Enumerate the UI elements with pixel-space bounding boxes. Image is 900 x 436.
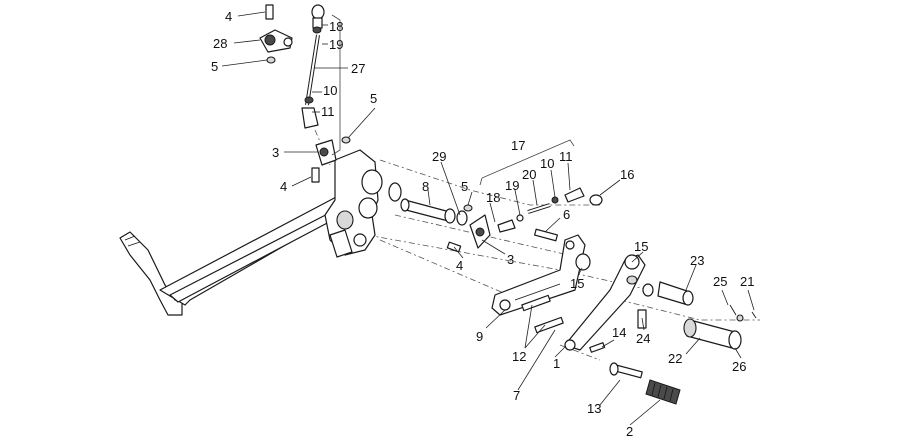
callout-label: 4: [456, 258, 463, 273]
group-brackets: [331, 14, 575, 186]
callout-label: 29: [432, 149, 446, 164]
callout-label: 2: [626, 424, 633, 436]
callout-label: 28: [213, 36, 227, 51]
callout-label: 23: [690, 253, 704, 268]
callout-label: 19: [329, 37, 343, 52]
callout-label: 21: [740, 274, 754, 289]
pin-and-spring: [609, 362, 681, 405]
callout-label: 5: [461, 179, 468, 194]
brake-lever-arm: [119, 194, 356, 316]
pivot-bracket: [324, 149, 383, 258]
callout-label: 12: [512, 349, 526, 364]
callout-labels: 4 18 28 19 5 27 10 11 5 3 4 29 8 17 10 1…: [211, 9, 754, 436]
callout-label: 18: [486, 190, 500, 205]
callout-label: 24: [636, 331, 650, 346]
pivot-shaft: [388, 182, 468, 226]
callout-label: 26: [732, 359, 746, 374]
callout-label: 11: [321, 104, 335, 119]
callout-label: 5: [211, 59, 218, 74]
callout-label: 15: [570, 276, 584, 291]
callout-label: 22: [668, 351, 682, 366]
callout-label: 4: [225, 9, 232, 24]
callout-label: 6: [563, 207, 570, 222]
callout-label: 10: [540, 156, 554, 171]
small-top-parts: [259, 4, 351, 183]
callout-label: 9: [476, 329, 483, 344]
callout-label: 5: [370, 91, 377, 106]
callout-label: 19: [505, 178, 519, 193]
leader-lines: [221, 11, 755, 426]
pedal-plate: [491, 234, 591, 316]
mid-linkage: [446, 187, 603, 253]
callout-label: 7: [513, 388, 520, 403]
callout-label: 20: [522, 167, 536, 182]
callout-label: 18: [329, 19, 343, 34]
callout-label: 11: [559, 149, 573, 164]
callout-label: 13: [587, 401, 601, 416]
callout-label: 4: [280, 179, 287, 194]
callout-label: 3: [507, 252, 514, 267]
callout-label: 8: [422, 179, 429, 194]
callout-label: 14: [612, 325, 626, 340]
linkage-rod: [301, 4, 325, 129]
callout-label: 16: [620, 167, 634, 182]
callout-label: 27: [351, 61, 365, 76]
bolts: [521, 294, 606, 353]
callout-label: 10: [323, 83, 337, 98]
callout-label: 1: [553, 356, 560, 371]
callout-label: 25: [713, 274, 727, 289]
callout-label: 15: [634, 239, 648, 254]
callout-label: 3: [272, 145, 279, 160]
callout-label: 17: [511, 138, 525, 153]
shift-shaft-assembly: [637, 281, 757, 350]
